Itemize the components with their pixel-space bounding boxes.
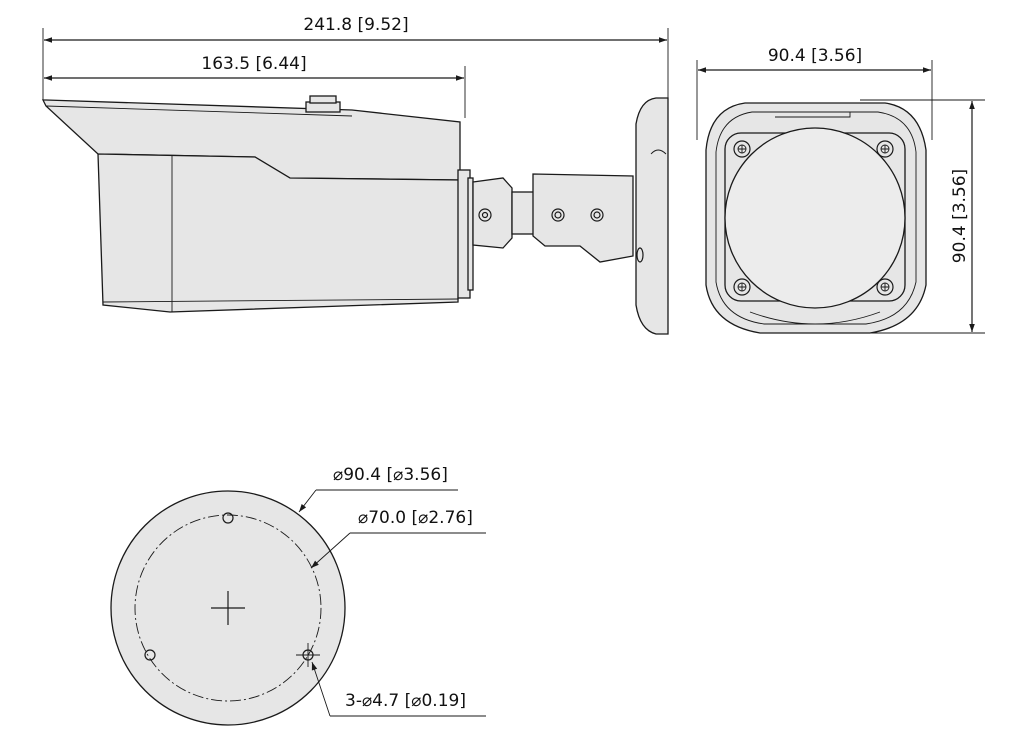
body-length-label: 163.5 [6.44] xyxy=(201,54,306,74)
overall-length-label: 241.8 [9.52] xyxy=(303,15,408,35)
side-view: 241.8 [9.52] 163.5 [6.44] xyxy=(41,15,669,335)
front-width-label: 90.4 [3.56] xyxy=(768,46,862,66)
front-view: 90.4 [3.56] 90.4 [3.56] xyxy=(696,46,985,334)
mount-plate-side xyxy=(635,97,669,335)
mount-holes-label: 3-⌀4.7 [⌀0.19] xyxy=(345,691,466,711)
bracket-joint xyxy=(472,177,513,249)
bracket-arm xyxy=(511,191,535,235)
front-height-label: 90.4 [3.56] xyxy=(950,169,970,263)
mount-holes xyxy=(144,512,320,667)
lens-window xyxy=(724,127,906,309)
hole-pitch-circle xyxy=(134,514,322,702)
front-screws xyxy=(733,140,894,296)
hole-circle-diameter-label: ⌀70.0 [⌀2.76] xyxy=(358,508,473,528)
base-view: ⌀90.4 [⌀3.56] ⌀70.0 [⌀2.76] 3-⌀4.7 [⌀0.1… xyxy=(110,465,486,726)
base-diameter-label: ⌀90.4 [⌀3.56] xyxy=(333,465,448,485)
